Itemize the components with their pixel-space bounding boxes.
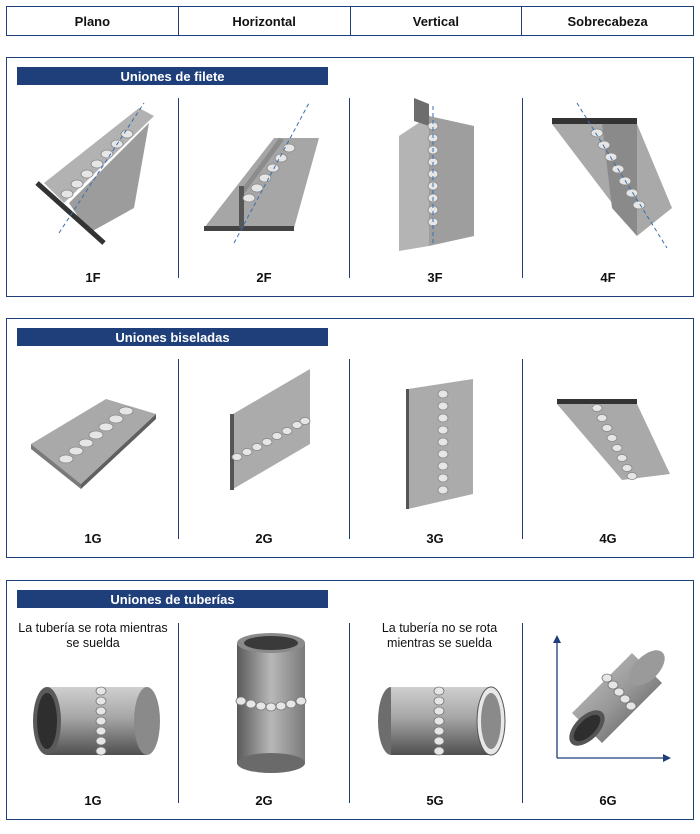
header-plano: Plano	[7, 7, 179, 35]
pipe-1g-diagram	[33, 686, 160, 756]
pipe-6g-diagram	[553, 635, 671, 762]
groove-label-2g: 2G	[255, 531, 273, 546]
pipe-note-rotates: La tubería se rota mientras se suelda	[18, 621, 168, 650]
fillet-4f-diagram	[552, 102, 672, 249]
groove-4g-diagram	[557, 399, 670, 480]
groove-2g-diagram	[230, 369, 311, 490]
groove-section-title: Uniones biseladas	[17, 328, 328, 346]
pipe-joints-section: Uniones de tuberías La tubería se rota m…	[6, 580, 694, 820]
pipe-label-6g: 6G	[599, 793, 617, 808]
column-divider	[349, 359, 350, 539]
pipe-note-fixed: La tubería no se rota mientras se suelda	[381, 621, 498, 650]
column-divider	[178, 359, 179, 539]
column-divider	[522, 98, 523, 278]
fillet-1f-diagram	[35, 102, 154, 245]
fillet-joints-section: Uniones de filete 1F 2F	[6, 57, 694, 297]
fillet-3f-diagram	[399, 98, 474, 251]
groove-3g-diagram	[406, 379, 473, 509]
fillet-label-4f: 4F	[600, 270, 616, 285]
column-divider	[178, 623, 179, 803]
column-divider	[349, 623, 350, 803]
pipe-2g-diagram	[235, 633, 307, 773]
pipe-label-5g: 5G	[426, 793, 444, 808]
pipe-label-1g: 1G	[84, 793, 102, 808]
pipe-section-title: Uniones de tuberías	[17, 590, 328, 608]
header-vertical: Vertical	[351, 7, 523, 35]
groove-label-3g: 3G	[426, 531, 444, 546]
fillet-label-3f: 3F	[427, 270, 443, 285]
groove-1g-diagram	[31, 399, 156, 489]
groove-joints-section: Uniones biseladas 1G 2G	[6, 318, 694, 558]
fillet-2f-diagram	[204, 102, 319, 244]
header-horizontal: Horizontal	[179, 7, 351, 35]
column-divider	[178, 98, 179, 278]
groove-label-4g: 4G	[599, 531, 617, 546]
fillet-label-1f: 1F	[85, 270, 101, 285]
groove-label-1g: 1G	[84, 531, 102, 546]
header-sobrecabeza: Sobrecabeza	[567, 13, 648, 29]
column-divider	[522, 623, 523, 803]
pipe-label-2g: 2G	[255, 793, 273, 808]
position-header: Plano Horizontal Vertical Sobrecabeza	[6, 6, 694, 36]
pipe-5g-diagram	[378, 686, 506, 756]
column-divider	[522, 359, 523, 539]
fillet-section-title: Uniones de filete	[17, 67, 328, 85]
column-divider	[349, 98, 350, 278]
fillet-label-2f: 2F	[256, 270, 272, 285]
